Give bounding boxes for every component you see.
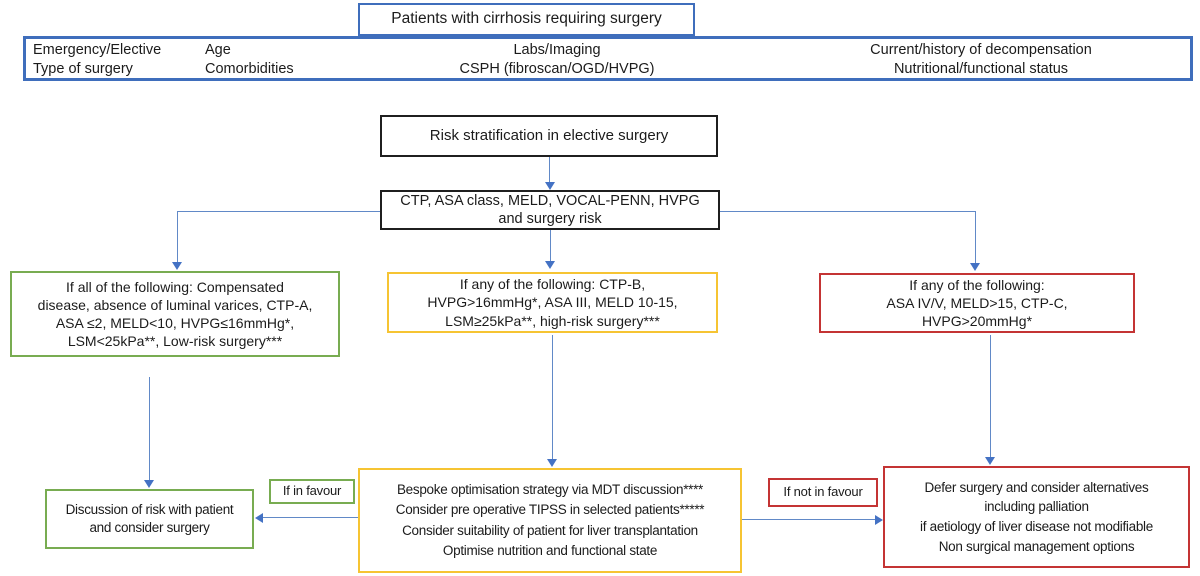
connector-right-branch-vline: [975, 211, 976, 264]
arrow-down-icon: [545, 261, 555, 269]
assessment-col-surgery: Emergency/Elective Type of surgery: [33, 42, 162, 77]
connector-yellow-to-mdt-line: [552, 335, 553, 459]
intermediate-risk-criteria-box: If any of the following: CTP-B, HVPG>16m…: [387, 272, 718, 333]
assessment-col-patient: Age Comorbidities: [205, 42, 294, 77]
arrow-down-icon: [547, 459, 557, 467]
discussion-box: Discussion of risk with patient and cons…: [45, 489, 254, 549]
connector-mdt-to-discussion-line: [263, 517, 358, 518]
connector-left-branch-vline: [177, 211, 178, 263]
risk-stratification-box: Risk stratification in elective surgery: [380, 115, 718, 157]
arrow-down-icon: [545, 182, 555, 190]
mdt-optimisation-box: Bespoke optimisation strategy via MDT di…: [358, 468, 742, 573]
connector-right-branch-hline: [720, 211, 975, 212]
arrow-down-icon: [172, 262, 182, 270]
assessment-col-labs: Labs/Imaging CSPH (fibroscan/OGD/HVPG): [459, 42, 655, 77]
defer-surgery-box: Defer surgery and consider alternatives …: [883, 466, 1190, 568]
assessment-col-decompensation: Current/history of decompensation Nutrit…: [870, 42, 1092, 77]
connector-mdt-to-defer-line: [742, 519, 875, 520]
arrow-right-icon: [875, 515, 883, 525]
patients-title-box: Patients with cirrhosis requiring surger…: [358, 3, 695, 36]
connector-green-to-discussion-line: [149, 377, 150, 481]
connector-risk-to-scores-line: [549, 157, 550, 183]
if-not-in-favour-label: If not in favour: [768, 478, 878, 507]
high-risk-criteria-box: If any of the following: ASA IV/V, MELD>…: [819, 273, 1135, 333]
if-in-favour-label: If in favour: [269, 479, 355, 504]
arrow-down-icon: [970, 263, 980, 271]
assessment-box: Emergency/Elective Type of surgery Age C…: [23, 36, 1193, 81]
low-risk-criteria-box: If all of the following: Compensated dis…: [10, 271, 340, 357]
connector-left-branch-hline: [177, 211, 380, 212]
arrow-down-icon: [144, 480, 154, 488]
connector-mid-branch-vline: [550, 230, 551, 262]
scores-box: CTP, ASA class, MELD, VOCAL-PENN, HVPG a…: [380, 190, 720, 230]
arrow-left-icon: [255, 513, 263, 523]
connector-red-to-defer-line: [990, 335, 991, 457]
arrow-down-icon: [985, 457, 995, 465]
